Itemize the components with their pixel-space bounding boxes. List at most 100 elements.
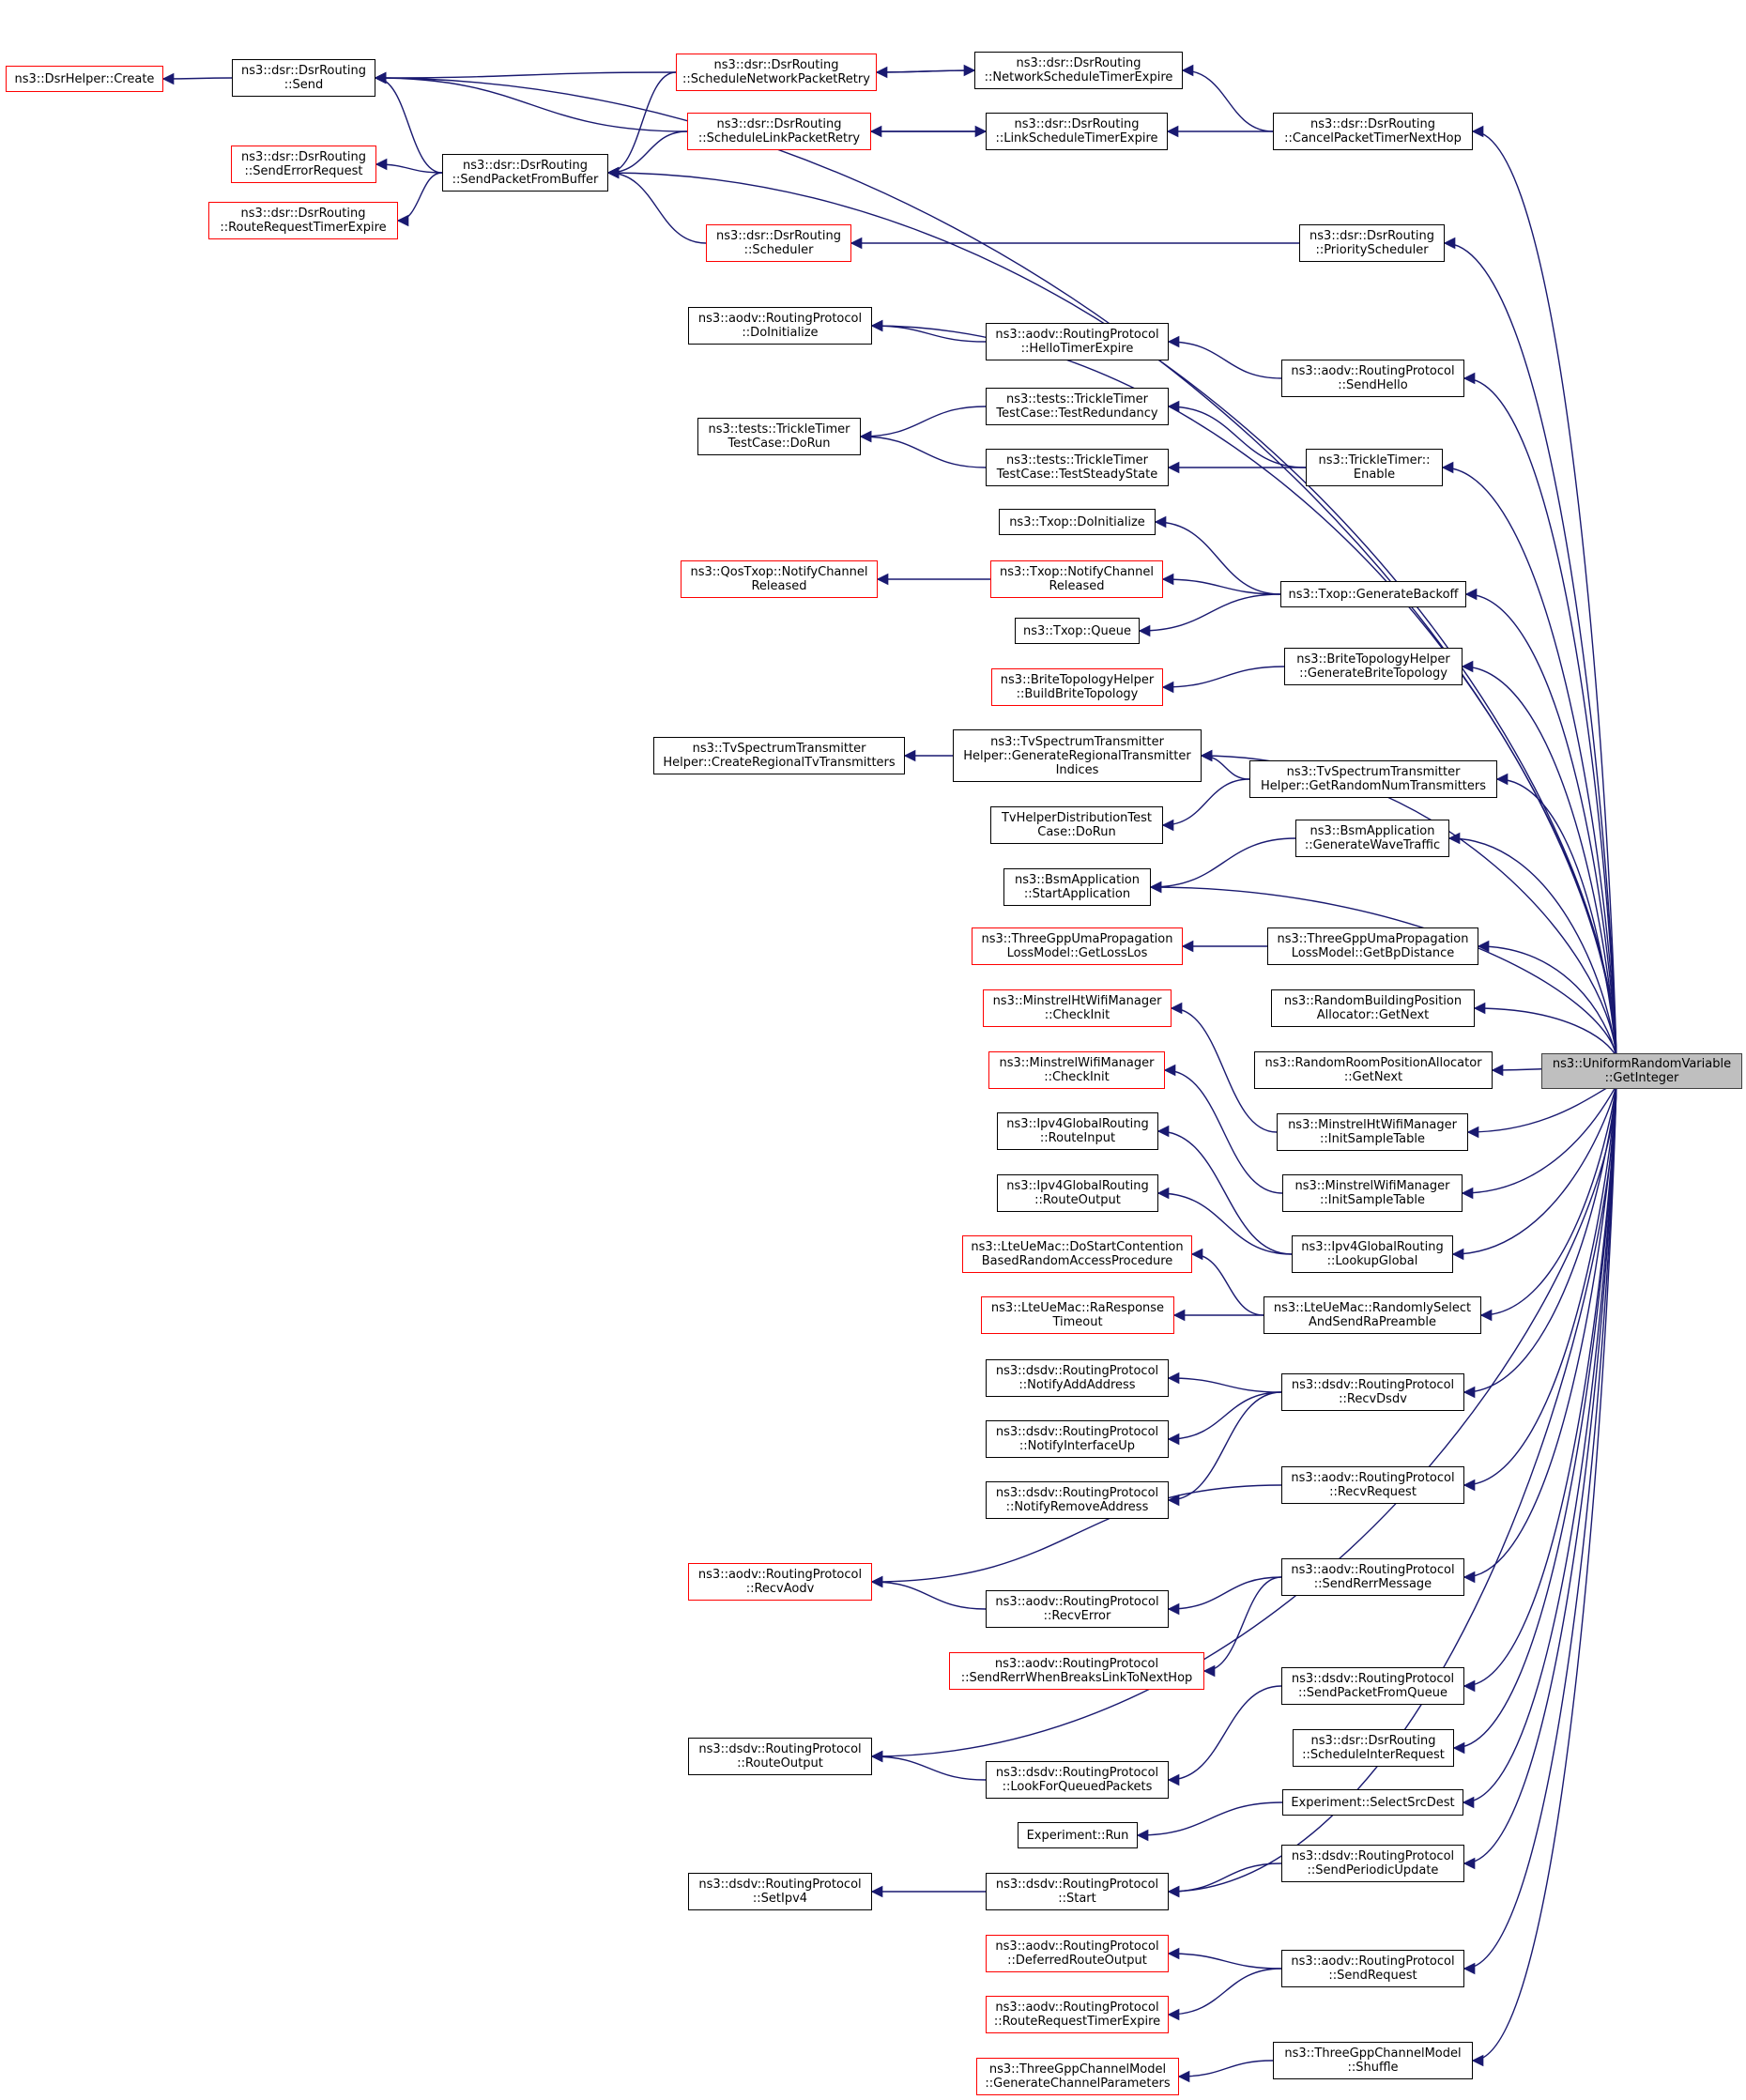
node-dsdv-periodic[interactable]: ns3::dsdv::RoutingProtocol::SendPeriodic… — [1281, 1845, 1464, 1882]
node-aodv-rerrbreak[interactable]: ns3::aodv::RoutingProtocol::SendRerrWhen… — [949, 1652, 1204, 1690]
edge — [1167, 1084, 1617, 1898]
node-label-line: ns3::TrickleTimer:: — [1318, 453, 1431, 468]
node-dsdv-setipv4[interactable]: ns3::dsdv::RoutingProtocol::SetIpv4 — [688, 1873, 872, 1910]
node-txop-genback[interactable]: ns3::Txop::GenerateBackoff — [1280, 581, 1466, 607]
node-min-check[interactable]: ns3::MinstrelWifiManager::CheckInit — [988, 1051, 1165, 1089]
node-label-line: ns3::ThreeGppChannelModel — [1284, 2046, 1462, 2061]
node-label-line: LossModel::GetBpDistance — [1291, 946, 1455, 960]
node-trickle-enable[interactable]: ns3::TrickleTimer::Enable — [1306, 449, 1443, 486]
node-dsr-scheduler[interactable]: ns3::dsr::DsrRouting::Scheduler — [706, 224, 851, 262]
node-label-line: ns3::aodv::RoutingProtocol — [1291, 1471, 1455, 1485]
node-ipv4-rin[interactable]: ns3::Ipv4GlobalRouting::RouteInput — [997, 1112, 1158, 1150]
node-aodv-sendreq[interactable]: ns3::aodv::RoutingProtocol::SendRequest — [1281, 1950, 1464, 1987]
node-tgpp-shuffle[interactable]: ns3::ThreeGppChannelModel::Shuffle — [1273, 2042, 1473, 2079]
node-label-line: ::CheckInit — [1044, 1008, 1110, 1022]
node-label-line: ns3::aodv::RoutingProtocol — [995, 328, 1159, 342]
node-minht-init[interactable]: ns3::MinstrelHtWifiManager::InitSampleTa… — [1277, 1113, 1468, 1151]
node-ipv4-rout[interactable]: ns3::Ipv4GlobalRouting::RouteOutput — [997, 1174, 1158, 1212]
node-label-line: ::Send — [283, 78, 324, 92]
node-dsr-sched-net[interactable]: ns3::dsr::DsrRouting::ScheduleNetworkPac… — [676, 54, 877, 91]
edge — [1167, 1391, 1282, 1446]
edge — [1471, 125, 1617, 1058]
node-aodv-defroute[interactable]: ns3::aodv::RoutingProtocol::DeferredRout… — [986, 1935, 1169, 1972]
node-dsr-rrte[interactable]: ns3::dsr::DsrRouting::RouteRequestTimerE… — [208, 202, 398, 239]
node-minht-check[interactable]: ns3::MinstrelHtWifiManager::CheckInit — [983, 989, 1172, 1027]
node-label-line: Indices — [1055, 762, 1099, 777]
node-min-init[interactable]: ns3::MinstrelWifiManager::InitSampleTabl… — [1282, 1174, 1463, 1212]
node-label-line: ns3::Ipv4GlobalRouting — [1006, 1179, 1149, 1193]
edge — [870, 1575, 987, 1610]
node-dsdv-lfq[interactable]: ns3::dsdv::RoutingProtocol::LookForQueue… — [986, 1761, 1169, 1799]
edge — [161, 72, 233, 85]
node-label-line: ::LinkScheduleTimerExpire — [995, 131, 1158, 146]
node-aodv-recvreq[interactable]: ns3::aodv::RoutingProtocol::RecvRequest — [1281, 1466, 1464, 1504]
node-label-line: ::HelloTimerExpire — [1020, 342, 1134, 356]
node-aodv-recvaodv[interactable]: ns3::aodv::RoutingProtocol::RecvAodv — [688, 1563, 872, 1601]
node-label-line: ns3::dsr::DsrRouting — [1310, 229, 1434, 243]
node-aodv-doinit[interactable]: ns3::aodv::RoutingProtocol::DoInitialize — [688, 307, 872, 345]
node-dsdv-nadd[interactable]: ns3::dsdv::RoutingProtocol::NotifyAddAdd… — [986, 1359, 1169, 1397]
edge — [1156, 1125, 1293, 1255]
edge — [1181, 64, 1274, 132]
node-txop-queue[interactable]: ns3::Txop::Queue — [1015, 618, 1140, 644]
node-dsr-send[interactable]: ns3::dsr::DsrRouting::Send — [232, 59, 375, 97]
node-exp-run[interactable]: Experiment::Run — [1018, 1822, 1138, 1848]
node-label-line: AndSendRaPreamble — [1309, 1315, 1436, 1329]
node-bsm-genwave[interactable]: ns3::BsmApplication::GenerateWaveTraffic — [1295, 820, 1449, 857]
node-dsdv-nrem[interactable]: ns3::dsdv::RoutingProtocol::NotifyRemove… — [986, 1481, 1169, 1519]
node-aodv-rrte[interactable]: ns3::aodv::RoutingProtocol::RouteRequest… — [986, 1996, 1169, 2033]
node-aodv-recverr[interactable]: ns3::aodv::RoutingProtocol::RecvError — [986, 1590, 1169, 1628]
node-aodv-rerrmsg[interactable]: ns3::aodv::RoutingProtocol::SendRerrMess… — [1281, 1558, 1464, 1596]
node-ipv4-lookup[interactable]: ns3::Ipv4GlobalRouting::LookupGlobal — [1292, 1235, 1453, 1273]
node-aodv-sendhello[interactable]: ns3::aodv::RoutingProtocol::SendHello — [1281, 360, 1464, 397]
node-dsr-sched-link[interactable]: ns3::dsr::DsrRouting::ScheduleLinkPacket… — [687, 113, 871, 150]
node-label-line: ns3::dsr::DsrRouting — [241, 64, 366, 78]
node-label-line: ns3::LteUeMac::DoStartContention — [971, 1240, 1184, 1254]
edge — [1167, 1947, 1282, 1970]
node-rrpa-next[interactable]: ns3::RandomRoomPositionAllocator::GetNex… — [1254, 1051, 1493, 1089]
node-dsr-link-timer[interactable]: ns3::dsr::DsrRouting::LinkScheduleTimerE… — [986, 113, 1168, 150]
node-label-line: ns3::Txop::Queue — [1023, 623, 1131, 638]
node-bsm-start[interactable]: ns3::BsmApplication::StartApplication — [1003, 868, 1151, 906]
node-tgpp-genparams[interactable]: ns3::ThreeGppChannelModel::GenerateChann… — [976, 2058, 1179, 2095]
node-label-line: ::SendPeriodicUpdate — [1307, 1863, 1439, 1878]
node-dsr-schedinter[interactable]: ns3::dsr::DsrRouting::ScheduleInterReque… — [1293, 1729, 1454, 1767]
node-brite-gen[interactable]: ns3::BriteTopologyHelper::GenerateBriteT… — [1284, 648, 1463, 685]
node-txop-doinit[interactable]: ns3::Txop::DoInitialize — [999, 509, 1156, 535]
node-dsr-senderr[interactable]: ns3::dsr::DsrRouting::SendErrorRequest — [231, 146, 376, 183]
node-label-line: ::RouteInput — [1039, 1131, 1116, 1145]
edge — [1161, 666, 1285, 694]
node-label-line: TvHelperDistributionTest — [1001, 811, 1153, 825]
node-dsr-spfb[interactable]: ns3::dsr::DsrRouting::SendPacketFromBuff… — [442, 154, 608, 192]
edge — [375, 158, 443, 174]
node-dsr-prio[interactable]: ns3::dsr::DsrRouting::PriorityScheduler — [1299, 224, 1445, 262]
node-dsr-net-timer[interactable]: ns3::dsr::DsrRouting::NetworkScheduleTim… — [974, 52, 1183, 89]
node-dsdv-spfq[interactable]: ns3::dsdv::RoutingProtocol::SendPacketFr… — [1281, 1667, 1464, 1705]
node-aodv-hello-timer[interactable]: ns3::aodv::RoutingProtocol::HelloTimerEx… — [986, 323, 1169, 360]
node-dsdv-rout[interactable]: ns3::dsdv::RoutingProtocol::RouteOutput — [688, 1738, 872, 1775]
node-dsdv-start[interactable]: ns3::dsdv::RoutingProtocol::Start — [986, 1873, 1169, 1910]
edge — [1477, 940, 1617, 1058]
node-dsdv-nifup[interactable]: ns3::dsdv::RoutingProtocol::NotifyInterf… — [986, 1420, 1169, 1458]
node-brite-build[interactable]: ns3::BriteTopologyHelper::BuildBriteTopo… — [991, 668, 1163, 706]
node-dsdv-recv[interactable]: ns3::dsdv::RoutingProtocol::RecvDsdv — [1281, 1373, 1464, 1411]
node-exp-select[interactable]: Experiment::SelectSrcDest — [1282, 1789, 1463, 1816]
node-dsr-cancel[interactable]: ns3::dsr::DsrRouting::CancelPacketTimerN… — [1273, 113, 1473, 150]
node-dsrhelper-create[interactable]: ns3::DsrHelper::Create — [6, 66, 163, 92]
node-root[interactable]: ns3::UniformRandomVariable::GetInteger — [1541, 1053, 1742, 1089]
